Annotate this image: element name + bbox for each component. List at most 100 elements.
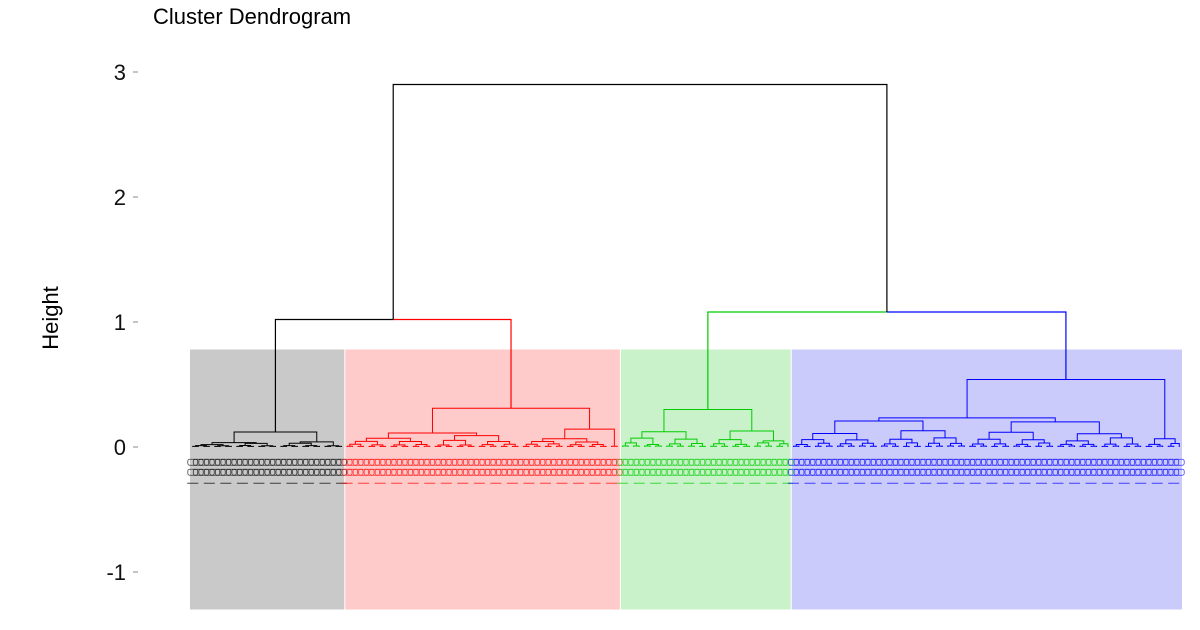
leaf-label-mark bbox=[661, 458, 673, 466]
leaf-label-mark bbox=[777, 468, 788, 476]
leaf-label-mark bbox=[198, 468, 210, 476]
leaf-label-mark bbox=[1091, 458, 1102, 466]
leaf-label-mark bbox=[628, 458, 640, 466]
leaf-label-mark bbox=[1019, 458, 1031, 466]
branch-link bbox=[817, 442, 830, 447]
leaf-label-mark bbox=[881, 458, 893, 466]
leaf-label-mark bbox=[843, 468, 854, 476]
branch-link bbox=[630, 437, 654, 445]
leaf-label-mark bbox=[352, 458, 364, 466]
branch-link bbox=[1148, 443, 1161, 447]
leaf-label-mark bbox=[1030, 468, 1042, 476]
leaf-label-mark bbox=[1030, 458, 1042, 466]
leaf-label-mark bbox=[192, 458, 204, 466]
branch-link bbox=[569, 444, 582, 447]
leaf-labels-c2 bbox=[341, 458, 623, 484]
leaf-label-mark bbox=[518, 458, 529, 466]
leaf-label-mark bbox=[540, 458, 551, 466]
branch-link bbox=[674, 438, 698, 444]
branch-link bbox=[776, 445, 783, 447]
leaf-label-mark bbox=[490, 468, 502, 476]
branch-link bbox=[459, 444, 472, 447]
leaf-label-mark bbox=[358, 468, 369, 476]
leaf-label-mark bbox=[710, 458, 722, 466]
leaf-label-mark bbox=[248, 458, 259, 466]
leaf-label-mark bbox=[518, 468, 529, 476]
leaf-label-mark bbox=[788, 468, 799, 476]
branch-link bbox=[454, 435, 500, 442]
leaf-label-mark bbox=[551, 458, 562, 466]
leaf-label-mark bbox=[909, 458, 921, 466]
leaf-label-mark bbox=[760, 458, 772, 466]
branch-link bbox=[655, 445, 662, 447]
leaf-label-mark bbox=[782, 468, 794, 476]
branch-link bbox=[779, 443, 789, 447]
leaf-label-mark bbox=[336, 458, 347, 466]
y-tick-label: 2 bbox=[114, 185, 126, 210]
leaf-label-mark bbox=[975, 458, 987, 466]
leaf-label-mark bbox=[534, 458, 546, 466]
leaf-label-mark bbox=[418, 468, 430, 476]
leaf-label-mark bbox=[435, 468, 447, 476]
leaf-label-mark bbox=[771, 468, 783, 476]
leaf-label-mark bbox=[551, 468, 562, 476]
leaf-label-mark bbox=[297, 458, 309, 466]
branch-link bbox=[371, 444, 384, 447]
leaf-label-mark bbox=[236, 458, 248, 466]
leaf-label-mark bbox=[435, 458, 447, 466]
leaf-label-mark bbox=[804, 458, 816, 466]
leaf-label-mark bbox=[997, 468, 1009, 476]
leaf-label-mark bbox=[617, 468, 628, 476]
leaf-label-mark bbox=[909, 468, 921, 476]
leaf-label-mark bbox=[303, 458, 314, 466]
cluster-box-c3 bbox=[620, 349, 791, 610]
leaf-label-mark bbox=[986, 468, 998, 476]
branch-link bbox=[1112, 445, 1120, 447]
leaf-label-mark bbox=[1118, 458, 1130, 466]
leaf-label-mark bbox=[385, 468, 397, 476]
branch-link bbox=[624, 442, 637, 447]
leaf-label-mark bbox=[1047, 468, 1058, 476]
leaf-label-mark bbox=[1140, 468, 1152, 476]
leaf-label-mark bbox=[242, 458, 254, 466]
leaf-label-mark bbox=[969, 468, 981, 476]
leaf-label-mark bbox=[358, 458, 369, 466]
leaf-label-mark bbox=[848, 468, 860, 476]
leaf-label-mark bbox=[578, 458, 590, 466]
leaf-label-mark bbox=[501, 468, 513, 476]
leaf-label-mark bbox=[248, 468, 259, 476]
leaf-label-mark bbox=[650, 468, 662, 476]
leaf-label-mark bbox=[865, 468, 876, 476]
branch-link bbox=[735, 443, 748, 447]
leaf-label-mark bbox=[936, 458, 948, 466]
branch-link bbox=[765, 445, 772, 447]
branch-link bbox=[848, 445, 855, 447]
leaf-label-mark bbox=[958, 458, 970, 466]
merge-link-c3-c4 bbox=[886, 311, 1067, 380]
leaf-label-mark bbox=[793, 468, 805, 476]
leaf-label-mark bbox=[732, 458, 744, 466]
branch-link bbox=[762, 440, 785, 444]
leaf-label-mark bbox=[496, 468, 507, 476]
branch-link bbox=[1101, 445, 1109, 447]
leaf-label-mark bbox=[314, 468, 325, 476]
branch-link bbox=[883, 443, 896, 447]
leaf-label-mark bbox=[832, 458, 843, 466]
leaf-label-mark bbox=[716, 458, 728, 466]
branch-link bbox=[666, 445, 673, 447]
leaf-label-mark bbox=[253, 468, 265, 476]
branch-link bbox=[1170, 442, 1180, 447]
leaf-label-mark bbox=[429, 458, 441, 466]
leaf-label-mark bbox=[870, 468, 882, 476]
leaf-label-mark bbox=[545, 468, 557, 476]
leaf-label-mark bbox=[727, 468, 739, 476]
leaf-label-mark bbox=[484, 458, 496, 466]
leaf-label-mark bbox=[876, 468, 888, 476]
leaf-label-mark bbox=[688, 468, 700, 476]
leaf-label-mark bbox=[336, 468, 347, 476]
leaf-label-mark bbox=[1019, 468, 1031, 476]
leaf-label-mark bbox=[540, 468, 551, 476]
leaf-label-mark bbox=[953, 458, 965, 466]
merge-link-root bbox=[392, 83, 888, 320]
